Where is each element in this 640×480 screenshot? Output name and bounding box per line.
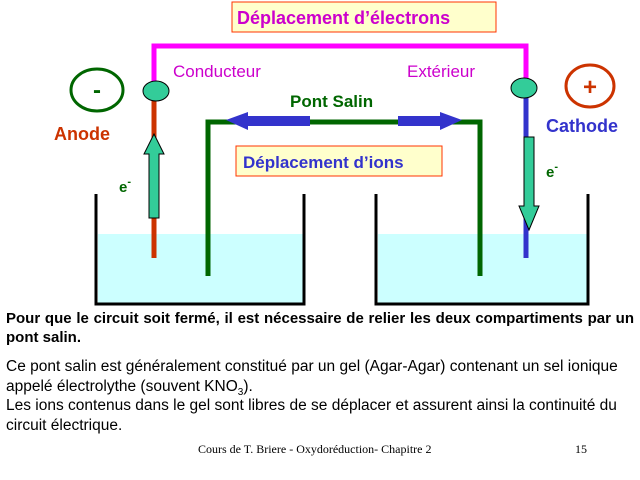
composition-end: ). <box>243 377 253 395</box>
ion-mobility-text: Les ions contenus dans le gel sont libre… <box>6 397 617 434</box>
pont-salin-label: Pont Salin <box>290 92 373 111</box>
right-beaker <box>374 194 590 306</box>
ion-arrow-right <box>398 112 462 130</box>
ion-displacement-title: Déplacement d’ions <box>243 153 404 172</box>
salt-bridge-explanation: Ce pont salin est généralement constitué… <box>6 357 634 435</box>
anode-label: Anode <box>54 124 110 144</box>
electron-left-charge: - <box>127 176 131 188</box>
electron-left-e: e <box>119 179 127 196</box>
electron-displacement-box <box>231 1 497 33</box>
cathode-sign: + <box>583 74 597 101</box>
page-number: 15 <box>575 442 587 456</box>
ion-displacement-box <box>235 145 443 177</box>
footer-course: Cours de T. Briere - Oxydoréduction- Cha… <box>198 442 432 456</box>
salt-bridge <box>205 119 483 276</box>
anode-terminal <box>142 80 170 102</box>
left-beaker-solution <box>98 234 304 304</box>
electron-symbol-right: e- <box>546 161 558 181</box>
left-beaker <box>94 194 306 306</box>
cathode-terminal <box>510 77 538 99</box>
electron-right-charge: - <box>554 161 558 173</box>
cathode-label: Cathode <box>546 116 618 136</box>
electron-right-e: e <box>546 164 554 181</box>
kno3-subscript: 3 <box>237 386 244 398</box>
electron-arrow-down <box>518 136 540 232</box>
external-wire <box>151 43 529 88</box>
anode-sign-circle <box>69 67 125 113</box>
salt-bridge-necessity-text: Pour que le circuit soit fermé, il est n… <box>6 310 634 346</box>
ion-arrow-left <box>226 112 310 130</box>
exterieur-label: Extérieur <box>407 62 475 81</box>
composition-text: Ce pont salin est généralement constitué… <box>6 358 618 395</box>
electron-displacement-title: Déplacement d’électrons <box>237 8 450 28</box>
electron-arrow-up <box>143 132 165 219</box>
cathode-sign-circle <box>564 63 616 109</box>
electron-symbol-left: e- <box>119 176 131 196</box>
electrochemical-cell-diagram: Déplacement d’électrons Déplacement d’io… <box>54 1 618 306</box>
anode-sign: - <box>93 77 101 104</box>
conducteur-label: Conducteur <box>173 62 261 81</box>
salt-bridge-composition: Ce pont salin est généralement constitué… <box>6 357 634 398</box>
